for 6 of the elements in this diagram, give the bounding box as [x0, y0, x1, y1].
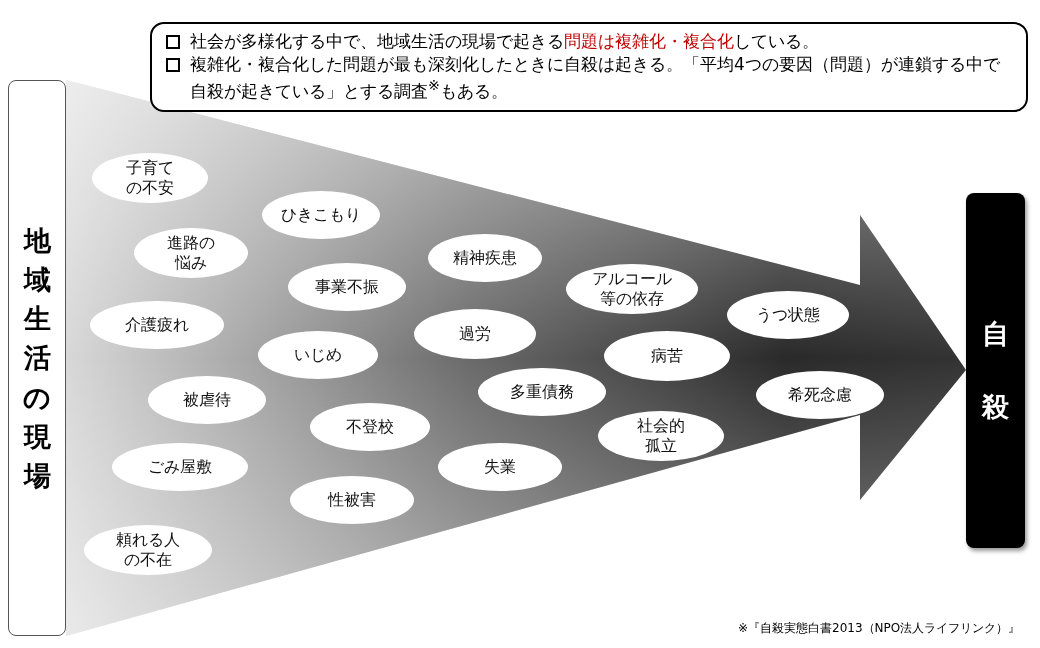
note-text: 社会が多様化する中で、地域生活の現場で起きる問題は複雑化・複合化している。	[190, 31, 819, 51]
footnote: ※『自殺実態白書2013（NPO法人ライフリンク）』	[738, 620, 1021, 637]
community-band: 地域生活の現場	[8, 80, 66, 636]
note-text: 複雑化・複合化した問題が最も深刻化したときに自殺は起きる。「平均4つの要因（問題）が連鎖する中で自殺が起きている」とする調査$^{※}$もある。	[190, 53, 1000, 101]
suicide-box: 自殺	[966, 193, 1025, 548]
note-box	[150, 22, 1028, 112]
